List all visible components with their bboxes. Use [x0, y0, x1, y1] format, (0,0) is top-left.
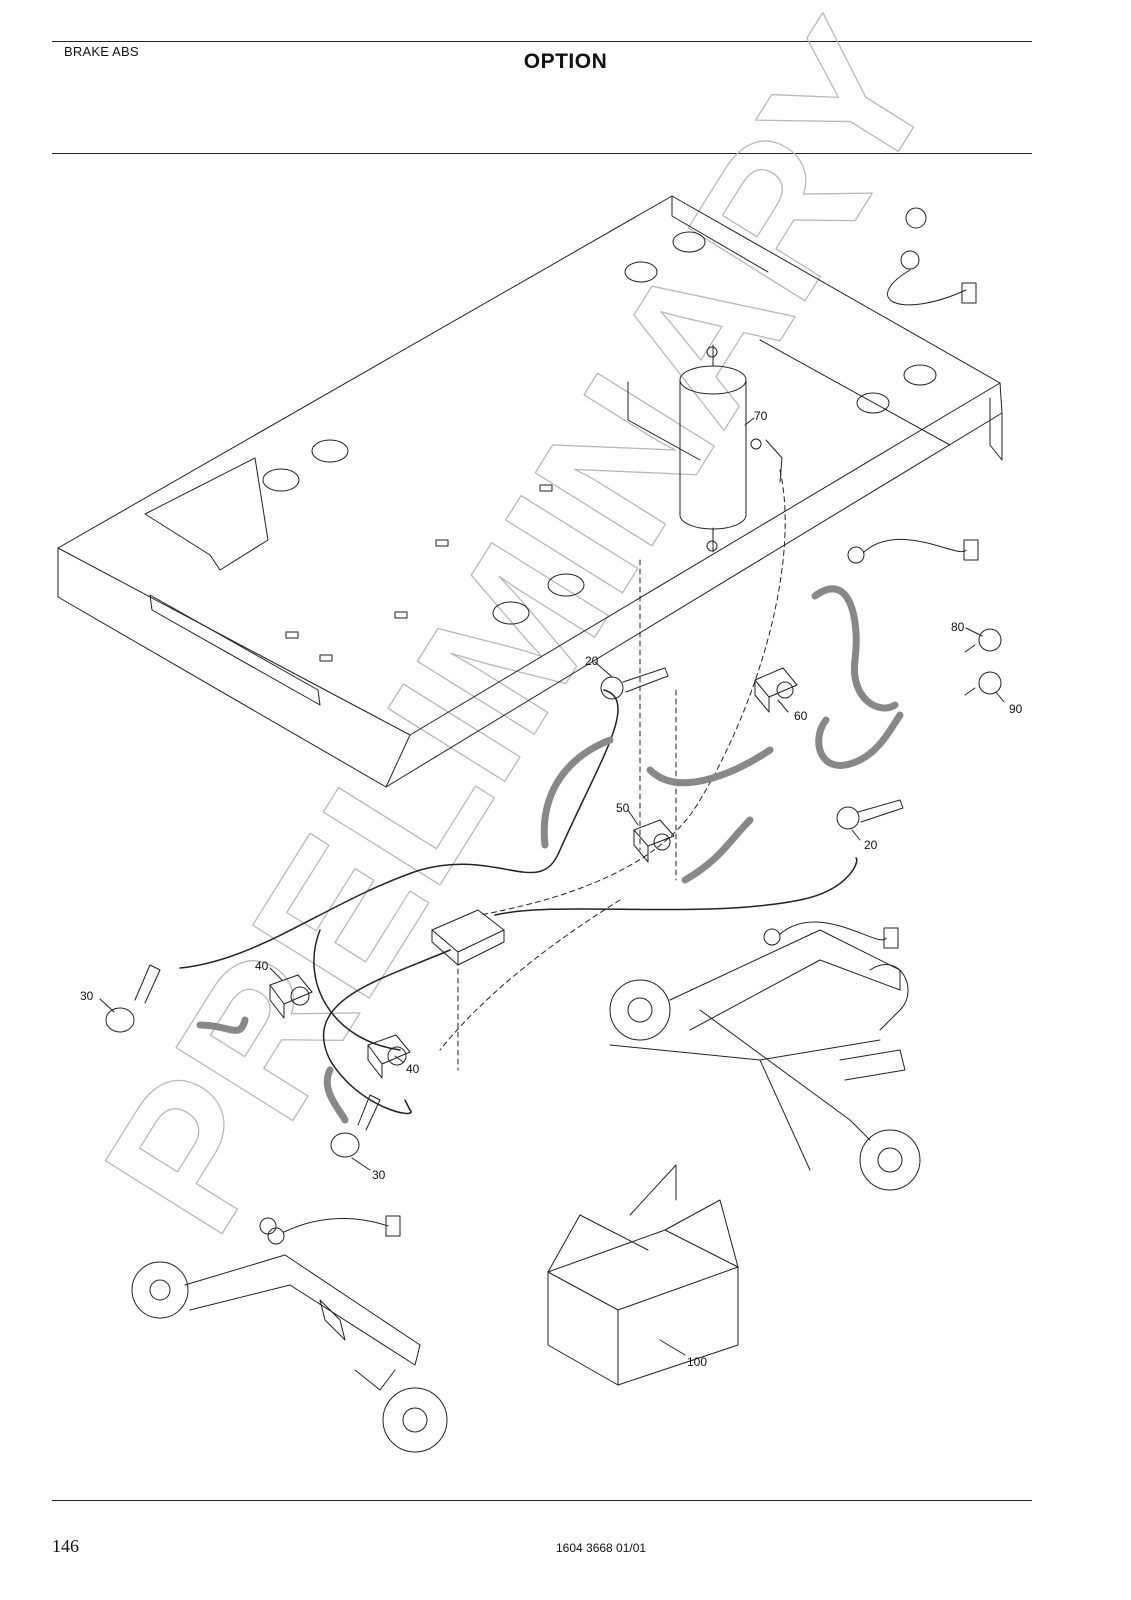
frame-bracket — [435, 539, 449, 547]
callout-30b: 30 — [372, 1168, 386, 1182]
coupling-head-80 — [964, 628, 1002, 653]
frame-bracket — [539, 484, 553, 492]
air-tank — [679, 344, 783, 553]
frame-hole — [903, 364, 937, 386]
brake-hoses — [196, 585, 904, 1124]
callout-100: 100 — [687, 1355, 707, 1369]
coupling-head-top — [887, 207, 977, 306]
extension-cable — [763, 921, 899, 949]
frame-hole — [672, 231, 706, 253]
callout-20a: 20 — [585, 654, 599, 668]
header-bottom-rule — [52, 153, 1032, 154]
frame-hole — [856, 392, 890, 414]
frame-hole — [492, 601, 530, 625]
header-top-rule — [52, 41, 1032, 42]
callout-50: 50 — [616, 801, 630, 815]
frame-bracket — [394, 611, 408, 619]
callout-80: 80 — [951, 620, 965, 634]
pressure-sensor-20b — [836, 799, 904, 830]
front-axle-assembly — [131, 1254, 448, 1453]
wheel-sensor-30a — [105, 964, 161, 1033]
relay-valve-60 — [754, 667, 798, 713]
callout-leaders — [99, 417, 1005, 1356]
callout-30a: 30 — [80, 989, 94, 1003]
frame-bracket — [319, 654, 333, 662]
page-heading: OPTION — [523, 50, 608, 73]
frame-hole — [547, 573, 585, 597]
extension-cable — [847, 538, 979, 564]
frame-bracket — [285, 631, 299, 639]
section-title: BRAKE ABS — [64, 44, 139, 59]
frame-hole — [262, 468, 300, 492]
frame-hole — [624, 261, 658, 283]
callout-90: 90 — [1009, 702, 1023, 716]
callout-60: 60 — [794, 709, 808, 723]
document-number: 1604 3668 01/01 — [556, 1541, 647, 1555]
frame-hole — [311, 439, 349, 463]
modulator-valve-40a — [269, 974, 313, 1019]
callout-70: 70 — [754, 409, 768, 423]
callout-40b: 40 — [406, 1062, 420, 1076]
modulator-valve-40b — [367, 1034, 411, 1079]
watermark: PRELIMINARY — [62, 0, 979, 1268]
relay-valve-50 — [633, 819, 675, 863]
page-number: 146 — [52, 1536, 79, 1556]
chassis-frame — [57, 195, 1003, 788]
extension-cable — [259, 1215, 401, 1245]
callout-20b: 20 — [864, 838, 878, 852]
footer-rule — [52, 1500, 1032, 1501]
callout-40a: 40 — [255, 959, 269, 973]
abs-control-unit — [431, 909, 505, 966]
carton-box — [547, 1164, 739, 1386]
rear-axle-assembly — [609, 929, 921, 1191]
callout-numbers: 20 20 30 30 40 40 50 60 70 80 90 100 — [80, 409, 1023, 1369]
wheel-sensor-30b — [330, 1094, 381, 1158]
watermark-text: PRELIMINARY — [62, 0, 977, 1268]
coupling-head-90 — [964, 671, 1002, 696]
